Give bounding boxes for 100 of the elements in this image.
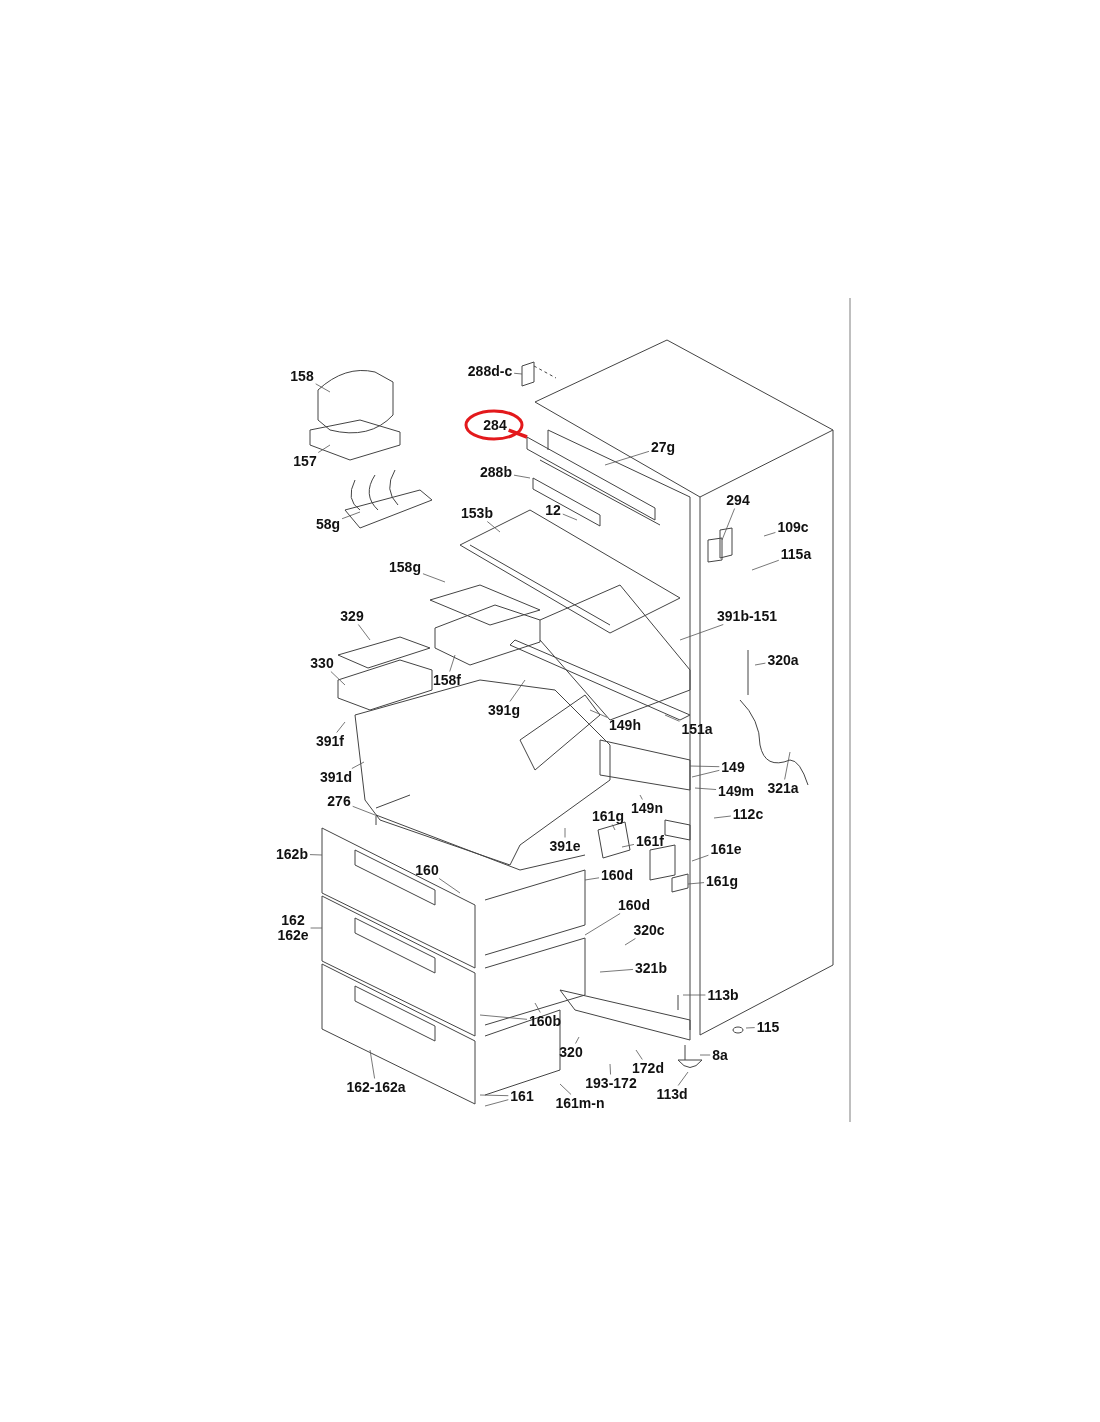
leader-line: [336, 721, 346, 733]
leader-line: [754, 662, 766, 666]
callout-number: 158g: [389, 559, 421, 575]
callout-number: 162b: [276, 846, 308, 862]
callout-number: 115: [756, 1019, 780, 1035]
leader-line: [624, 938, 636, 946]
callout-number: 321a: [767, 780, 799, 796]
callout-number: 158f: [433, 672, 461, 688]
leader-line: [438, 878, 461, 894]
leader-line: [609, 1063, 611, 1075]
leader-line: [635, 1049, 643, 1060]
callout-number: 391b-151: [717, 608, 777, 624]
leader-line: [751, 559, 780, 571]
leader-line: [664, 714, 680, 722]
callout-number: 288b: [480, 464, 512, 480]
callout-number: 161g: [706, 873, 738, 889]
callout-number: 158: [290, 368, 314, 384]
leader-line: [575, 1036, 580, 1044]
leader-line: [694, 787, 717, 790]
leader-line: [564, 827, 566, 838]
leader-line: [479, 1014, 528, 1020]
leader-line: [341, 511, 361, 520]
callout-number: 320: [559, 1044, 583, 1060]
callout-number: 193-172: [585, 1075, 637, 1091]
leader-line: [352, 805, 376, 816]
callout-number: 391e: [549, 838, 581, 854]
callout-number: 12: [545, 502, 561, 518]
callout-number: 162-162a: [346, 1079, 406, 1095]
callout-number: 162e: [277, 928, 309, 943]
leader-line: [486, 521, 501, 533]
callout-number: 329: [340, 608, 364, 624]
leader-line: [699, 1054, 711, 1056]
leader-line: [559, 1083, 572, 1095]
callout-number: 8a: [712, 1047, 728, 1063]
leader-line: [687, 882, 705, 885]
callout-number: 172d: [632, 1060, 664, 1076]
leader-line: [330, 671, 346, 686]
callout-number: 284: [483, 417, 507, 433]
callout-number: 149n: [631, 800, 663, 816]
leader-line: [513, 372, 523, 375]
leader-line: [677, 1071, 689, 1086]
leader-line: [682, 994, 706, 996]
callout-number: 161g: [592, 808, 624, 824]
leader-line: [513, 474, 531, 479]
callout-number: 157: [293, 453, 317, 469]
leader-line: [315, 383, 331, 393]
leader-line: [689, 765, 720, 768]
leader-line: [351, 761, 365, 769]
callout-number: 115a: [780, 546, 812, 562]
leader-line: [422, 573, 446, 583]
callout-number: 276: [327, 793, 351, 809]
leader-line: [599, 969, 634, 973]
leader-line: [317, 444, 331, 453]
leader-line: [784, 751, 791, 780]
callout-number: 113b: [707, 987, 739, 1003]
leader-line: [611, 824, 616, 831]
callout-number: 162: [280, 913, 306, 928]
callout-number: 151a: [681, 721, 713, 737]
leader-line: [584, 913, 621, 936]
callout-number: 320c: [633, 922, 665, 938]
leader-line: [713, 815, 732, 819]
callout-number: 153b: [461, 505, 493, 521]
callout-number: 160: [415, 862, 439, 878]
leader-line: [589, 709, 608, 718]
callout-number: 330: [310, 655, 334, 671]
leader-line: [509, 679, 526, 702]
callout-number: 391d: [320, 769, 352, 785]
callout-number: 113d: [656, 1086, 688, 1102]
callout-number: 109c: [777, 519, 809, 535]
callout-number: 27g: [650, 439, 676, 455]
leader-line: [449, 654, 456, 672]
callout-number: 160d: [618, 897, 650, 913]
callout-number: 321b: [635, 960, 667, 976]
leader-line: [691, 854, 709, 862]
callout-number: 160d: [601, 867, 633, 883]
leader-line: [721, 508, 735, 541]
leader-line: [604, 450, 650, 466]
leader-line: [369, 1049, 375, 1079]
callout-number: 149h: [609, 717, 641, 733]
callout-number: 161m-n: [555, 1095, 605, 1111]
leader-line: [691, 769, 720, 778]
leader-line: [484, 1099, 509, 1107]
leader-line: [639, 794, 643, 800]
leader-line: [763, 532, 776, 537]
leader-line: [357, 624, 371, 641]
callout-number: 112c: [732, 806, 764, 822]
callout-number: 288d-c: [467, 363, 513, 379]
leader-line: [584, 877, 600, 881]
callout-number: 160b: [529, 1013, 561, 1029]
leader-line: [679, 624, 724, 641]
callout-number: 161e: [710, 841, 742, 857]
leader-line: [479, 1094, 509, 1097]
callout-number: 320a: [767, 652, 799, 668]
callout-number: 149: [721, 759, 745, 775]
callout-number: 161f: [636, 833, 664, 849]
leader-line: [621, 844, 635, 848]
leader-line: [534, 1002, 541, 1013]
callout-number: 58g: [315, 516, 341, 532]
leader-line: [508, 428, 528, 439]
callout-number: 161: [510, 1088, 534, 1104]
